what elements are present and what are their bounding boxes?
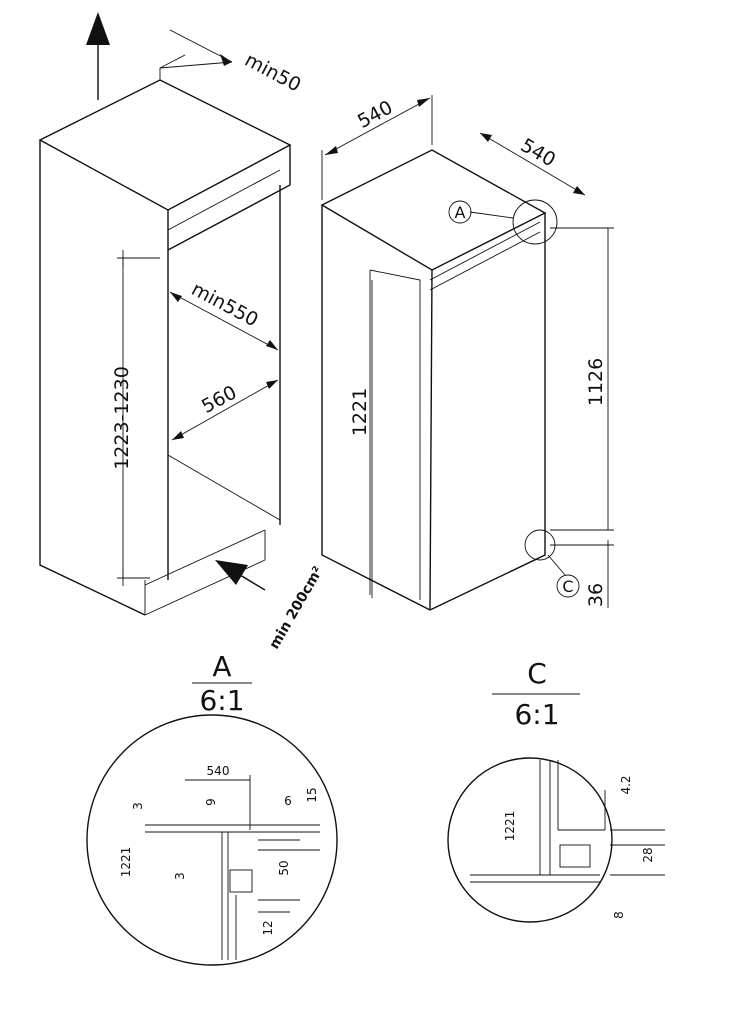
niche-height-label: 1223-1230 — [111, 366, 133, 470]
bottom-gap-label: 36 — [585, 583, 607, 607]
detail-c-28: 28 — [641, 847, 655, 862]
detail-c-title: C — [527, 657, 547, 690]
detail-c-4-2: 4.2 — [619, 775, 633, 794]
up-arrow-icon — [86, 12, 110, 100]
niche-clearance-label: min50 — [241, 49, 304, 97]
airflow-arrow-icon — [215, 560, 266, 591]
niche-width-label: 560 — [198, 381, 240, 417]
detail-a-50: 50 — [277, 860, 291, 875]
appliance-view: 540 540 1221 1126 36 A C — [320, 95, 614, 611]
ventilation-label: min 200cm² — [266, 564, 326, 652]
detail-a-6: 6 — [284, 794, 292, 808]
detail-c: C 6:1 1221 4.2 28 8 — [447, 657, 665, 923]
niche-view: 1223-1230 min550 560 min50 min 200cm² — [38, 12, 327, 652]
detail-c-scale: 6:1 — [514, 698, 559, 731]
appliance-depth-label: 540 — [517, 134, 559, 171]
detail-a-9: 9 — [204, 798, 218, 806]
detail-a-title: A — [212, 650, 231, 683]
callout-a-label: A — [455, 203, 466, 222]
detail-a-3-bottom: 3 — [173, 872, 187, 880]
niche-depth-label: min550 — [188, 278, 262, 331]
detail-c-1221: 1221 — [503, 811, 517, 842]
callout-c-label: C — [562, 577, 573, 596]
callout-a-circle — [512, 199, 558, 245]
appliance-height-label: 1221 — [349, 388, 371, 436]
detail-a-12: 12 — [261, 920, 275, 935]
detail-c-8: 8 — [612, 911, 626, 919]
detail-a: A 6:1 540 9 6 15 3 1221 3 50 12 — [86, 650, 338, 966]
detail-a-scale: 6:1 — [199, 684, 244, 717]
callout-c-circle — [524, 529, 556, 561]
detail-a-15: 15 — [305, 787, 319, 802]
detail-a-3-top: 3 — [131, 802, 145, 810]
door-height-label: 1126 — [585, 358, 607, 406]
detail-a-540: 540 — [207, 764, 230, 778]
detail-a-1221: 1221 — [119, 847, 133, 878]
